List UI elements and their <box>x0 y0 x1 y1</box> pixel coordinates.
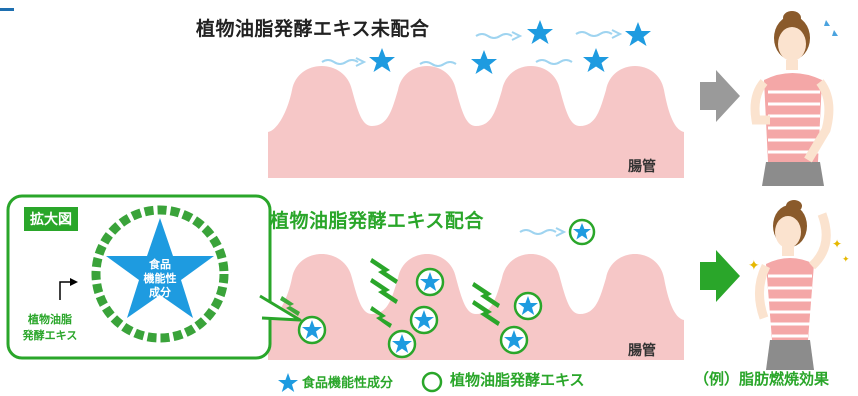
bottom-title: 植物油脂発酵エキス配合 <box>270 210 484 232</box>
star-icon <box>106 218 214 318</box>
star-icon <box>527 20 553 44</box>
star-icon <box>583 48 609 72</box>
star-icon <box>625 22 651 46</box>
top-intestine <box>268 66 684 178</box>
bottom-extract-stars <box>280 258 543 359</box>
svg-text:✦: ✦ <box>832 237 842 251</box>
woman-after-illustration: ✦ ✦ ✦ <box>748 200 850 370</box>
zoom-label: 拡大図 <box>24 207 78 231</box>
corner-mark <box>0 8 14 11</box>
star-text-line: 成分 <box>149 286 171 299</box>
svg-text:✦: ✦ <box>748 258 760 274</box>
top-stars <box>321 20 651 74</box>
extract-side-line: 発酵エキス <box>22 329 78 342</box>
extract-side-label: 植物油脂 発酵エキス <box>14 312 86 344</box>
green-arrow-icon <box>700 250 740 302</box>
bottom-intestine <box>268 254 684 360</box>
top-title: 植物油脂発酵エキス未配合 <box>196 18 430 40</box>
bottom-title-star <box>519 218 596 246</box>
svg-text:✦: ✦ <box>842 255 850 265</box>
legend-star-label: 食品機能性成分 <box>302 376 394 391</box>
star-icon <box>369 48 395 72</box>
star-text: 食品 機能性 成分 <box>132 258 188 300</box>
gray-arrow-icon <box>700 70 740 122</box>
effect-label: （例）脂肪燃焼効果 <box>694 370 830 388</box>
legend-circle-icon <box>421 371 443 393</box>
extract-side-line: 植物油脂 <box>28 313 72 326</box>
legend-circle-label: 植物油脂発酵エキス <box>450 371 585 389</box>
star-text-line: 食品 <box>149 258 171 271</box>
star-text-line: 機能性 <box>143 272 177 285</box>
woman-before-illustration <box>750 11 838 186</box>
star-icon <box>471 50 497 74</box>
legend-star-icon <box>278 373 298 392</box>
zoom-box <box>6 194 302 360</box>
top-intestine-label: 腸管 <box>628 159 656 175</box>
bottom-intestine-label: 腸管 <box>628 343 656 359</box>
